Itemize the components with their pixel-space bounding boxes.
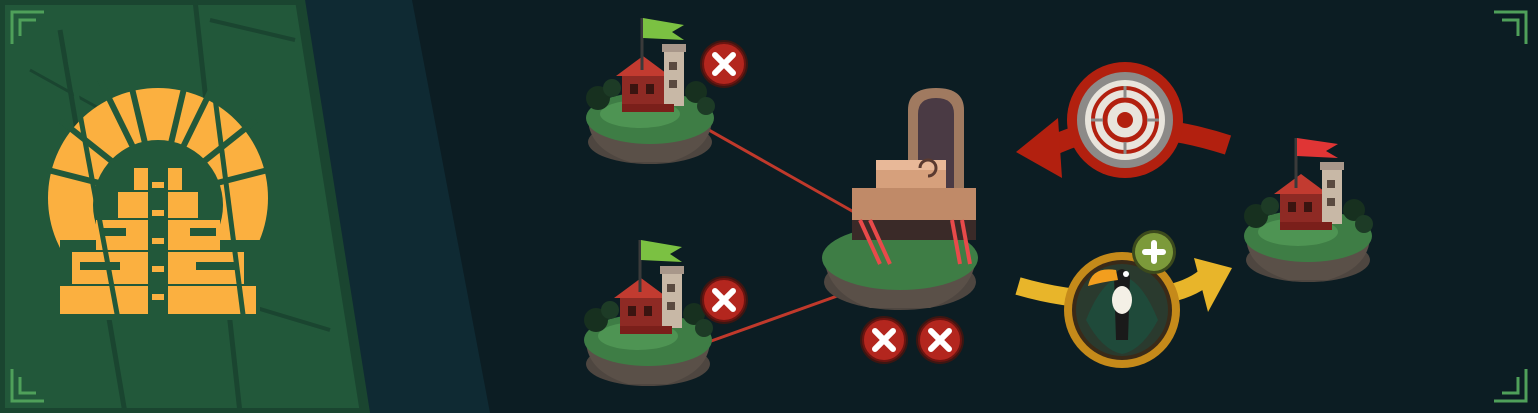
flag-icon bbox=[1297, 138, 1338, 158]
throne-icon bbox=[852, 88, 976, 265]
add-button[interactable] bbox=[1132, 230, 1176, 274]
left-banner bbox=[0, 0, 490, 413]
cancel-button[interactable] bbox=[860, 316, 908, 364]
target-icon[interactable] bbox=[1067, 62, 1183, 178]
throne-island[interactable] bbox=[822, 88, 978, 310]
cancel-button[interactable] bbox=[700, 40, 748, 88]
allied-island[interactable] bbox=[586, 18, 715, 164]
temple-emblem-icon bbox=[47, 19, 269, 331]
enemy-island[interactable] bbox=[1244, 138, 1373, 282]
flag-icon bbox=[643, 18, 684, 40]
cancel-button[interactable] bbox=[700, 276, 748, 324]
corner-ornament-icon bbox=[1494, 10, 1528, 403]
toucan-icon[interactable] bbox=[1064, 252, 1180, 368]
cancel-button[interactable] bbox=[916, 316, 964, 364]
corner-ornament-icon bbox=[10, 10, 44, 403]
flag-icon bbox=[641, 240, 682, 262]
allied-island[interactable] bbox=[584, 240, 713, 386]
